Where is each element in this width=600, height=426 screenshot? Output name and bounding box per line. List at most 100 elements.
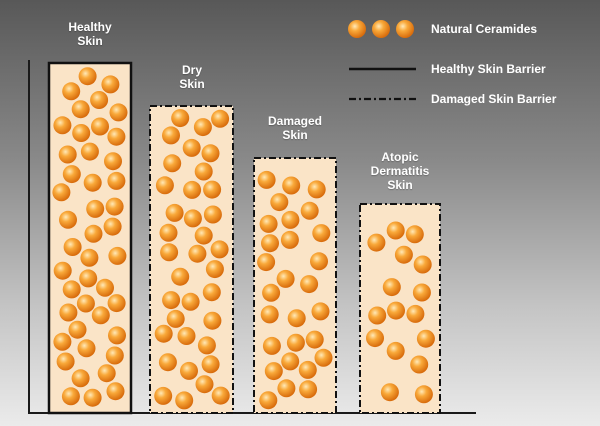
ceramide-sphere <box>83 173 102 192</box>
ceramide-sphere <box>71 369 90 388</box>
ceramide-sphere <box>287 309 306 328</box>
ceramide-sphere <box>59 210 77 229</box>
ceramide-sphere <box>96 278 114 297</box>
ceramide-sphere <box>259 391 278 410</box>
ceramide-sphere <box>307 180 326 199</box>
ceramide-sphere <box>76 294 95 313</box>
ceramide-group-dry <box>154 109 230 410</box>
ceramide-sphere <box>282 176 301 195</box>
ceramide-sphere <box>281 210 300 229</box>
ceramide-sphere <box>210 240 229 259</box>
column-label-damaged: Damaged Skin <box>267 114 323 142</box>
ceramide-sphere <box>83 388 102 407</box>
column-damaged-skin <box>253 157 337 414</box>
ceramide-sphere <box>155 176 174 195</box>
ceramide-sphere <box>202 283 221 302</box>
ceramide-sphere <box>103 217 122 236</box>
ceramide-sphere <box>105 346 124 365</box>
ceramide-sphere <box>107 127 126 146</box>
ceramide-sphere <box>101 75 120 94</box>
ceramide-sphere <box>262 336 281 355</box>
ceramide-sphere <box>414 385 433 404</box>
ceramide-sphere <box>68 320 87 339</box>
column-label-healthy: Healthy Skin <box>68 20 112 48</box>
legend-damaged-barrier-label: Damaged Skin Barrier <box>431 92 557 106</box>
ceramide-sphere <box>188 244 207 263</box>
ceramide-sphere <box>109 103 128 122</box>
ceramide-sphere <box>368 306 387 325</box>
ceramide-sphere <box>181 292 200 311</box>
column-label-dry: Dry Skin <box>179 63 205 91</box>
ceramide-sphere <box>171 109 190 128</box>
ceramide-sphere <box>262 283 281 302</box>
column-healthy-skin <box>47 61 133 415</box>
ceramide-sphere <box>211 386 230 405</box>
ceramide-sphere <box>405 225 424 244</box>
ceramide-sphere <box>300 201 319 220</box>
column-dry-skin <box>149 105 234 414</box>
ceramide-sphere <box>194 226 213 245</box>
legend-ceramides-label: Natural Ceramides <box>431 22 538 36</box>
ceramide-sphere <box>412 283 431 302</box>
ceramide-sphere <box>90 91 109 109</box>
ceramide-sphere <box>71 100 90 119</box>
ceramide-sphere <box>105 197 124 216</box>
ceramide-sphere <box>280 230 299 249</box>
ceramide-sphere <box>177 327 196 345</box>
ceramide-sphere <box>270 193 289 212</box>
ceramide-sphere <box>91 306 110 325</box>
ceramide-sphere <box>260 305 279 324</box>
ceramide-sphere <box>59 303 78 322</box>
ceramide-sphere <box>201 355 220 374</box>
ceramide-sphere <box>108 246 127 265</box>
ceramide-sphere <box>299 380 318 399</box>
ceramide-sphere <box>86 199 105 218</box>
ceramide-sphere <box>80 248 99 267</box>
ceramide-sphere <box>277 379 296 398</box>
ceramide-sphere <box>300 275 319 294</box>
ceramide-sphere <box>183 209 202 228</box>
ceramide-sphere <box>56 352 75 371</box>
ceramide-sphere <box>108 326 126 345</box>
ceramide-sphere <box>162 291 181 310</box>
ceramide-sphere <box>257 253 276 272</box>
ceramide-sphere <box>195 375 214 394</box>
ceramide-sphere <box>311 302 330 321</box>
ceramide-sphere <box>183 180 202 199</box>
ceramide-sphere <box>63 238 82 256</box>
ceramide-sphere <box>61 387 80 406</box>
ceramide-group-damaged <box>257 170 333 410</box>
ceramide-sphere <box>314 348 333 367</box>
ceramide-sphere <box>205 260 224 279</box>
ceramide-sphere <box>257 170 276 189</box>
ceramide-sphere <box>62 165 81 184</box>
ceramide-sphere <box>107 294 126 313</box>
ceramide-sphere <box>62 82 81 101</box>
ceramide-sphere <box>104 152 122 171</box>
ceramide-sphere <box>165 203 184 222</box>
ceramide-sphere <box>91 117 109 136</box>
column-label-atopic: Atopic Dermatitis Skin <box>370 150 430 192</box>
ceramide-sphere <box>106 382 125 401</box>
ceramide-sphere <box>53 261 72 280</box>
ceramide-sphere <box>276 269 295 288</box>
ceramide-sphere <box>77 339 96 358</box>
ceramide-sphere <box>107 171 126 190</box>
ceramide-sphere <box>367 233 386 252</box>
ceramide-sphere <box>310 252 328 271</box>
ceramide-sphere <box>58 145 77 164</box>
ceramide-sphere <box>162 126 180 145</box>
ceramide-sphere <box>72 124 91 142</box>
ceramide-sphere <box>298 360 317 379</box>
ceramide-sphere <box>154 386 173 405</box>
ceramide-sphere <box>163 154 182 173</box>
ceramide-sphere <box>305 330 324 349</box>
ceramide-sphere <box>182 138 201 157</box>
ceramide-sphere <box>394 245 413 264</box>
ceramide-sphere <box>203 180 222 199</box>
ceramide-sphere <box>312 224 331 243</box>
ceramide-sphere <box>62 280 81 299</box>
ceramide-group-atopic <box>366 221 435 404</box>
ceramide-sphere <box>416 329 435 348</box>
